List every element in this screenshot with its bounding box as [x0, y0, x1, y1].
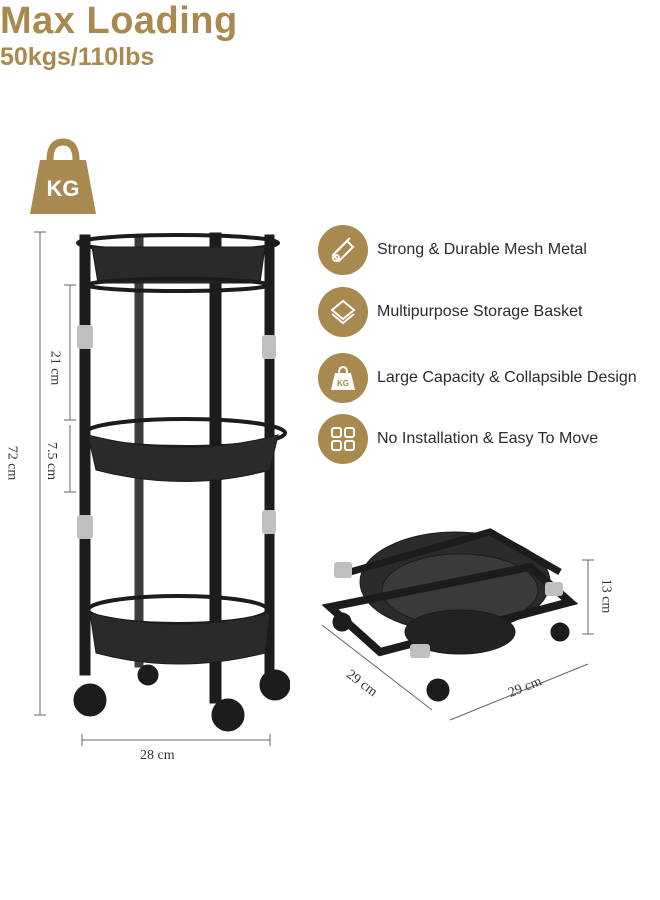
cart-illustration [73, 232, 290, 732]
page-title: Max Loading [0, 0, 238, 42]
dimension-total-height: 72 cm [4, 445, 20, 481]
folded-cart-illustration [321, 528, 579, 702]
dimension-width: 28 cm [140, 748, 175, 763]
feature-label: Large Capacity & Collapsible Design [377, 369, 637, 386]
metal-bar-icon [318, 225, 368, 275]
weight-kg-icon: KG [30, 138, 96, 214]
feature-item-4: No Installation & Easy To Move [318, 412, 598, 466]
grid-squares-icon [318, 414, 368, 464]
feature-label: Strong & Durable Mesh Metal [377, 241, 587, 258]
page-subtitle: 50kgs/110lbs [0, 43, 155, 71]
feature-item-2: Multipurpose Storage Basket [318, 285, 582, 339]
dimension-folded-height: 13 cm [598, 578, 614, 614]
badge-text: KG [47, 176, 80, 201]
dimension-basket-depth: 7.5 cm [44, 441, 60, 481]
feature-label: Multipurpose Storage Basket [377, 303, 583, 320]
feature-item-3: KG Large Capacity & Collapsible Design [318, 351, 637, 405]
weight-kg-icon: KG [318, 353, 368, 403]
feature-label: No Installation & Easy To Move [377, 430, 599, 447]
svg-text:KG: KG [337, 379, 349, 388]
stacked-boxes-icon [318, 287, 368, 337]
feature-item-1: Strong & Durable Mesh Metal [318, 223, 587, 277]
dimension-tier-gap: 21 cm [47, 350, 63, 386]
